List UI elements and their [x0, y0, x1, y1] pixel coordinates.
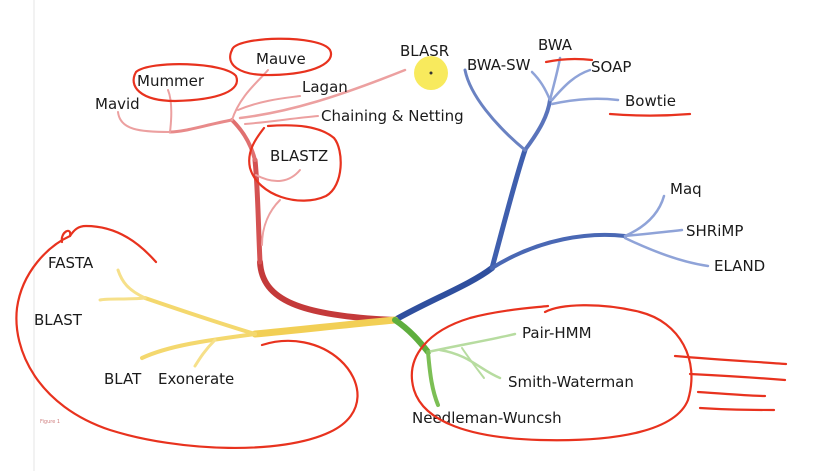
- label-needleman-wuncsh: Needleman-Wuncsh: [412, 409, 562, 427]
- green-branch: [392, 317, 517, 407]
- leaf-labels: Mavid Mummer Mauve Lagan Chaining & Nett…: [34, 36, 765, 427]
- blue-soap-edge: [550, 68, 592, 102]
- annotation-line-3: [696, 390, 767, 398]
- red-lagan-edge: [237, 95, 301, 111]
- label-smith-waterman: Smith-Waterman: [508, 373, 634, 391]
- red-mauve-edge: [231, 69, 269, 121]
- yellow-fasta-blast-stem: [143, 296, 257, 336]
- label-mummer: Mummer: [137, 72, 205, 90]
- annotation-line-2: [688, 372, 787, 382]
- label-blat: BLAT: [104, 370, 142, 388]
- blue-bwa-sw-edge: [530, 70, 552, 102]
- annotation-enclosure-yellow: [15, 229, 359, 449]
- annotation-underline-bowtie: [608, 112, 692, 117]
- cursor-dot: [429, 71, 433, 75]
- blue-shrimp-edge: [623, 228, 684, 238]
- annotations: [15, 37, 788, 449]
- yellow-branch: [98, 268, 399, 368]
- annotation-line-1: [673, 354, 788, 366]
- label-eland: ELAND: [714, 257, 765, 275]
- label-blast: BLAST: [34, 311, 83, 329]
- red-main-stem: [252, 157, 263, 265]
- label-shrimp: SHRiMP: [686, 222, 743, 240]
- label-soap: SOAP: [591, 58, 631, 76]
- yellow-exonerate-edge: [193, 338, 217, 368]
- green-minor-edge: [461, 347, 485, 379]
- green-trunk: [392, 317, 431, 355]
- yellow-fasta-edge: [116, 268, 147, 300]
- red-upper-stem: [230, 118, 257, 162]
- yellow-blast-edge: [98, 296, 147, 302]
- red-chaining-edge: [244, 115, 319, 125]
- green-smith-waterman-edge: [438, 348, 502, 380]
- blue-bowtie-edge: [550, 97, 620, 106]
- label-exonerate: Exonerate: [158, 370, 234, 388]
- yellow-blat-edge: [140, 332, 257, 360]
- blue-short-read-stem: [523, 98, 552, 152]
- red-branch: [117, 68, 407, 323]
- cursor-highlight: [414, 56, 448, 90]
- label-chaining-netting: Chaining & Netting: [321, 107, 464, 125]
- blue-bwa-edge: [548, 56, 562, 102]
- green-needleman-edge: [426, 350, 440, 407]
- annotation-enclosure-yellow-top: [68, 224, 158, 264]
- label-fasta: FASTA: [48, 254, 94, 272]
- annotation-underline-bwa: [544, 57, 594, 64]
- yellow-trunk: [251, 316, 399, 338]
- label-blastz: BLASTZ: [270, 147, 328, 165]
- blue-branch: [392, 56, 710, 323]
- blue-blasr-edge: [463, 68, 527, 152]
- blue-maq-edge: [623, 194, 666, 238]
- label-lagan: Lagan: [302, 78, 348, 96]
- annotation-enclosure-green: [410, 304, 693, 442]
- red-trunk: [257, 259, 398, 323]
- red-mavid-edge: [117, 111, 171, 133]
- label-pair-hmm: Pair-HMM: [522, 324, 592, 342]
- red-blastz-edge: [255, 169, 301, 182]
- figure-note: Figure 1: [40, 419, 60, 425]
- blue-trunk: [392, 265, 495, 323]
- blue-eland-edge: [623, 236, 710, 268]
- label-maq: Maq: [670, 180, 702, 198]
- label-mauve: Mauve: [256, 50, 306, 68]
- annotation-circle-mauve: [229, 37, 333, 77]
- red-mummer-edge: [167, 89, 173, 133]
- red-blasr-edge: [238, 68, 407, 120]
- label-bwa-sw: BWA-SW: [467, 56, 531, 74]
- green-pair-hmm-edge: [426, 332, 517, 354]
- annotation-circle-mummer: [132, 63, 239, 103]
- label-bwa: BWA: [538, 36, 573, 54]
- label-bowtie: Bowtie: [625, 92, 676, 110]
- red-mavid-stem: [168, 118, 234, 134]
- label-mavid: Mavid: [95, 95, 140, 113]
- annotation-line-4: [698, 406, 776, 412]
- annotation-circle-blastz: [248, 124, 342, 202]
- red-minor-edge: [261, 199, 281, 246]
- blue-upper-stem: [489, 147, 528, 271]
- label-blasr: BLASR: [400, 42, 449, 60]
- blue-lower-stem: [490, 232, 627, 270]
